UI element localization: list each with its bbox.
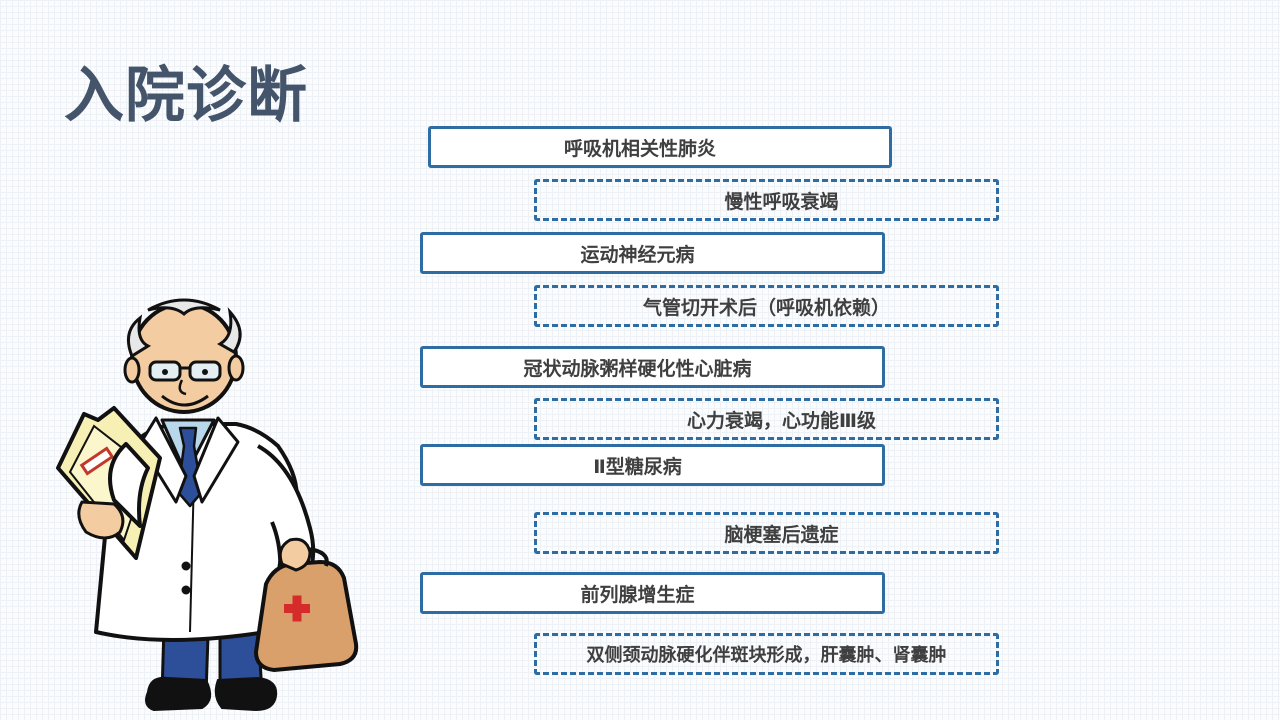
diagnosis-item-cerebral-infarction-sequelae: 脑梗塞后遗症 bbox=[534, 512, 999, 554]
diagnosis-item-coronary-heart-disease: 冠状动脉粥样硬化性心脏病 bbox=[420, 346, 885, 388]
diagnosis-item-post-tracheotomy: 气管切开术后（呼吸机依赖） bbox=[534, 285, 999, 327]
doctor-with-medical-bag-icon bbox=[56, 298, 359, 712]
diagnosis-label: Ⅱ型糖尿病 bbox=[593, 455, 682, 478]
diagnosis-label: 气管切开术后（呼吸机依赖） bbox=[642, 296, 890, 319]
diagnosis-label: 前列腺增生症 bbox=[580, 583, 695, 606]
diagnosis-item-heart-failure: 心力衰竭，心功能Ⅲ级 bbox=[534, 398, 999, 440]
diagnosis-item-motor-neuron-disease: 运动神经元病 bbox=[420, 232, 885, 274]
diagnosis-item-ventilator-pneumonia: 呼吸机相关性肺炎 bbox=[428, 126, 892, 168]
diagnosis-label: 慢性呼吸衰竭 bbox=[724, 190, 839, 213]
diagnosis-label: 冠状动脉粥样硬化性心脏病 bbox=[523, 357, 752, 380]
diagnosis-item-chronic-respiratory-failure: 慢性呼吸衰竭 bbox=[534, 179, 999, 221]
diagnosis-label: 双侧颈动脉硬化伴斑块形成，肝囊肿、肾囊肿 bbox=[586, 645, 947, 666]
diagnosis-item-prostatic-hyperplasia: 前列腺增生症 bbox=[420, 572, 885, 614]
diagnosis-label: 运动神经元病 bbox=[580, 243, 695, 266]
page-title: 入院诊断 bbox=[64, 61, 308, 131]
diagnosis-item-type2-diabetes: Ⅱ型糖尿病 bbox=[420, 444, 885, 486]
diagnosis-label: 脑梗塞后遗症 bbox=[724, 523, 839, 546]
diagnosis-label: 心力衰竭，心功能Ⅲ级 bbox=[687, 409, 876, 432]
diagnosis-label: 呼吸机相关性肺炎 bbox=[563, 137, 716, 160]
diagnosis-item-carotid-sclerosis-cysts: 双侧颈动脉硬化伴斑块形成，肝囊肿、肾囊肿 bbox=[534, 633, 999, 675]
